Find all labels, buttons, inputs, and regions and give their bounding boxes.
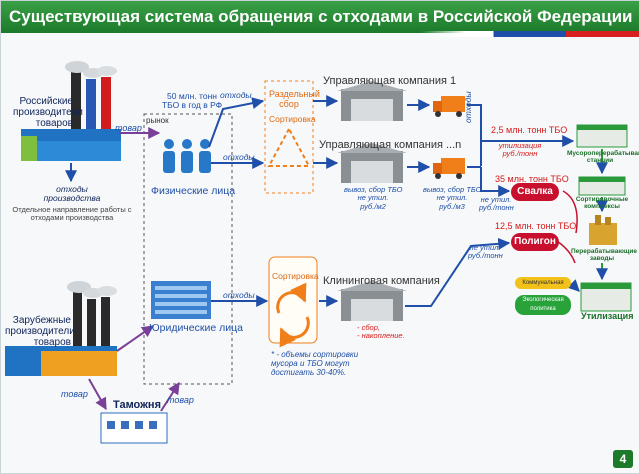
office-building-icon (151, 281, 211, 319)
page-title: Существующая система обращения с отходам… (9, 7, 633, 26)
dump-connector (562, 190, 578, 234)
rub-m3-text: руб./м3 (439, 201, 465, 211)
util-unit-text: руб./тонн (502, 149, 538, 159)
collection-text: вывоз, сбор ТБО (344, 185, 403, 194)
customs-label: Таможня (113, 399, 161, 411)
truck-icon-1 (433, 96, 465, 117)
flow-util-volume: 2,5 млн. тонн ТБО (491, 125, 568, 135)
arrow-truck1-down (467, 104, 482, 166)
separate-collection-label: Раздельный сбор (269, 89, 320, 109)
flow-dump-volume: 35 млн. тонн ТБО (495, 174, 569, 184)
sorting-complex-icon (578, 176, 626, 196)
landfill-connector (556, 240, 576, 264)
customs-building-icon (100, 412, 168, 444)
separate-collection-cycle (264, 80, 314, 194)
goods-arrow-customs-in (88, 378, 107, 411)
foreign-factory-icon (5, 281, 117, 376)
dump-badge: Свалка (511, 183, 559, 201)
goods-arrow-customs-out (160, 381, 180, 412)
russian-flag-stripe (421, 31, 639, 37)
arrow-to-landfill (405, 237, 511, 307)
not-used-text-2: не утил. (436, 193, 468, 203)
people-icon (163, 139, 211, 173)
rub-m2-text: руб./м2 (360, 201, 386, 211)
ru-factory-icon (21, 61, 121, 161)
company1-label: Управляющая компания 1 (323, 75, 457, 87)
waste-arrow-separate (208, 97, 265, 148)
truck-collection-note: вывоз, сбор ТБО не утил. руб./м3 (423, 185, 482, 211)
landfill-not-used-text: не утил. (469, 243, 501, 252)
production-waste-label: отходы производства (43, 184, 101, 204)
cleaning-building (337, 281, 407, 321)
goods-label-foreign: товар (61, 389, 88, 399)
flow-landfill-volume: 12,5 млн. тонн ТБО (495, 221, 577, 231)
goods-label-ru: товар (115, 123, 142, 133)
companyN-building (337, 143, 407, 183)
util-label-text: утилизация (498, 141, 542, 150)
ecological-policy-pill: Экологическая политика (515, 295, 571, 315)
foreign-producers-label: Зарубежные производители товаров (5, 315, 75, 348)
legal-entities-label: Юридические лица (149, 322, 243, 334)
cleaning-collect-text: - сбор, (357, 323, 380, 332)
communal-policy-pill: Коммунальная (515, 277, 571, 289)
landfill-badge: Полигон (511, 233, 559, 251)
goods-arrow-foreign (116, 325, 154, 352)
dump-unit-text: руб./тонн (479, 203, 514, 213)
companyN-label: Управляющая компания ...n (319, 139, 462, 151)
arrow-policy-to-utilization (567, 279, 580, 292)
cleaning-label: Клининговая компания (323, 275, 440, 287)
waste-label-vertical: отходы (463, 91, 473, 123)
sorting-complex-label: Сортировочные комплексы (575, 196, 629, 211)
ru-producers-label: Российские производители товаров (13, 96, 83, 129)
header-bar: Существующая система обращения с отходам… (1, 1, 639, 33)
processing-plant-icon (589, 215, 617, 245)
separate-sorting-label: Сортировка (269, 114, 316, 124)
recycling-station-icon (576, 124, 628, 148)
company1-building (337, 81, 407, 121)
dump-not-used-text: не утил. (480, 195, 512, 204)
not-used-text: не утил. (357, 193, 389, 203)
individuals-label: Физические лица (151, 185, 236, 197)
landfill-unit-text: руб./тонн (468, 251, 503, 261)
waste-label-separate: отходы (220, 90, 252, 100)
utilization-label: Утилизация (581, 311, 634, 321)
individuals-volume: 50 млн. тонн ТБО в год в РФ (161, 91, 223, 111)
companyN-collection-note: вывоз, сбор ТБО не утил. руб./м2 (344, 185, 403, 211)
production-waste-note: Отдельное направление работы с отходами … (12, 205, 132, 223)
flow-landfill-notes: не утил. руб./тонн (468, 243, 503, 261)
market-label: рынок (146, 116, 169, 125)
recycling-station-label: Мусороперерабатывающие станции (567, 150, 639, 165)
waste-label-legal: отходы (223, 290, 255, 300)
flow-util-notes: утилизация руб./тонн (495, 141, 545, 159)
cleaning-notes: - сбор, - накопление. (357, 323, 405, 341)
processing-plant-label: Перерабатывающие заводы (571, 248, 637, 263)
truck-icon-2 (433, 158, 465, 179)
utilization-icon (580, 282, 632, 312)
flow-dump-notes: не утил. руб./тонн (479, 195, 514, 213)
waste-label-companyN: отходы (223, 152, 255, 162)
page-number: 4 (613, 450, 633, 468)
cleaning-accumulate-text: - накопление. (357, 331, 405, 341)
footnote: * - объемы сортировки мусора и ТБО могут… (271, 350, 359, 377)
collection-text-2: вывоз, сбор ТБО (423, 185, 482, 194)
market-frame (143, 113, 233, 385)
legal-sorting-cycle (268, 256, 318, 348)
legal-sorting-label: Сортировка (272, 271, 319, 281)
arrow-to-dump (480, 167, 511, 197)
goods-label-customs: товар (167, 395, 194, 405)
